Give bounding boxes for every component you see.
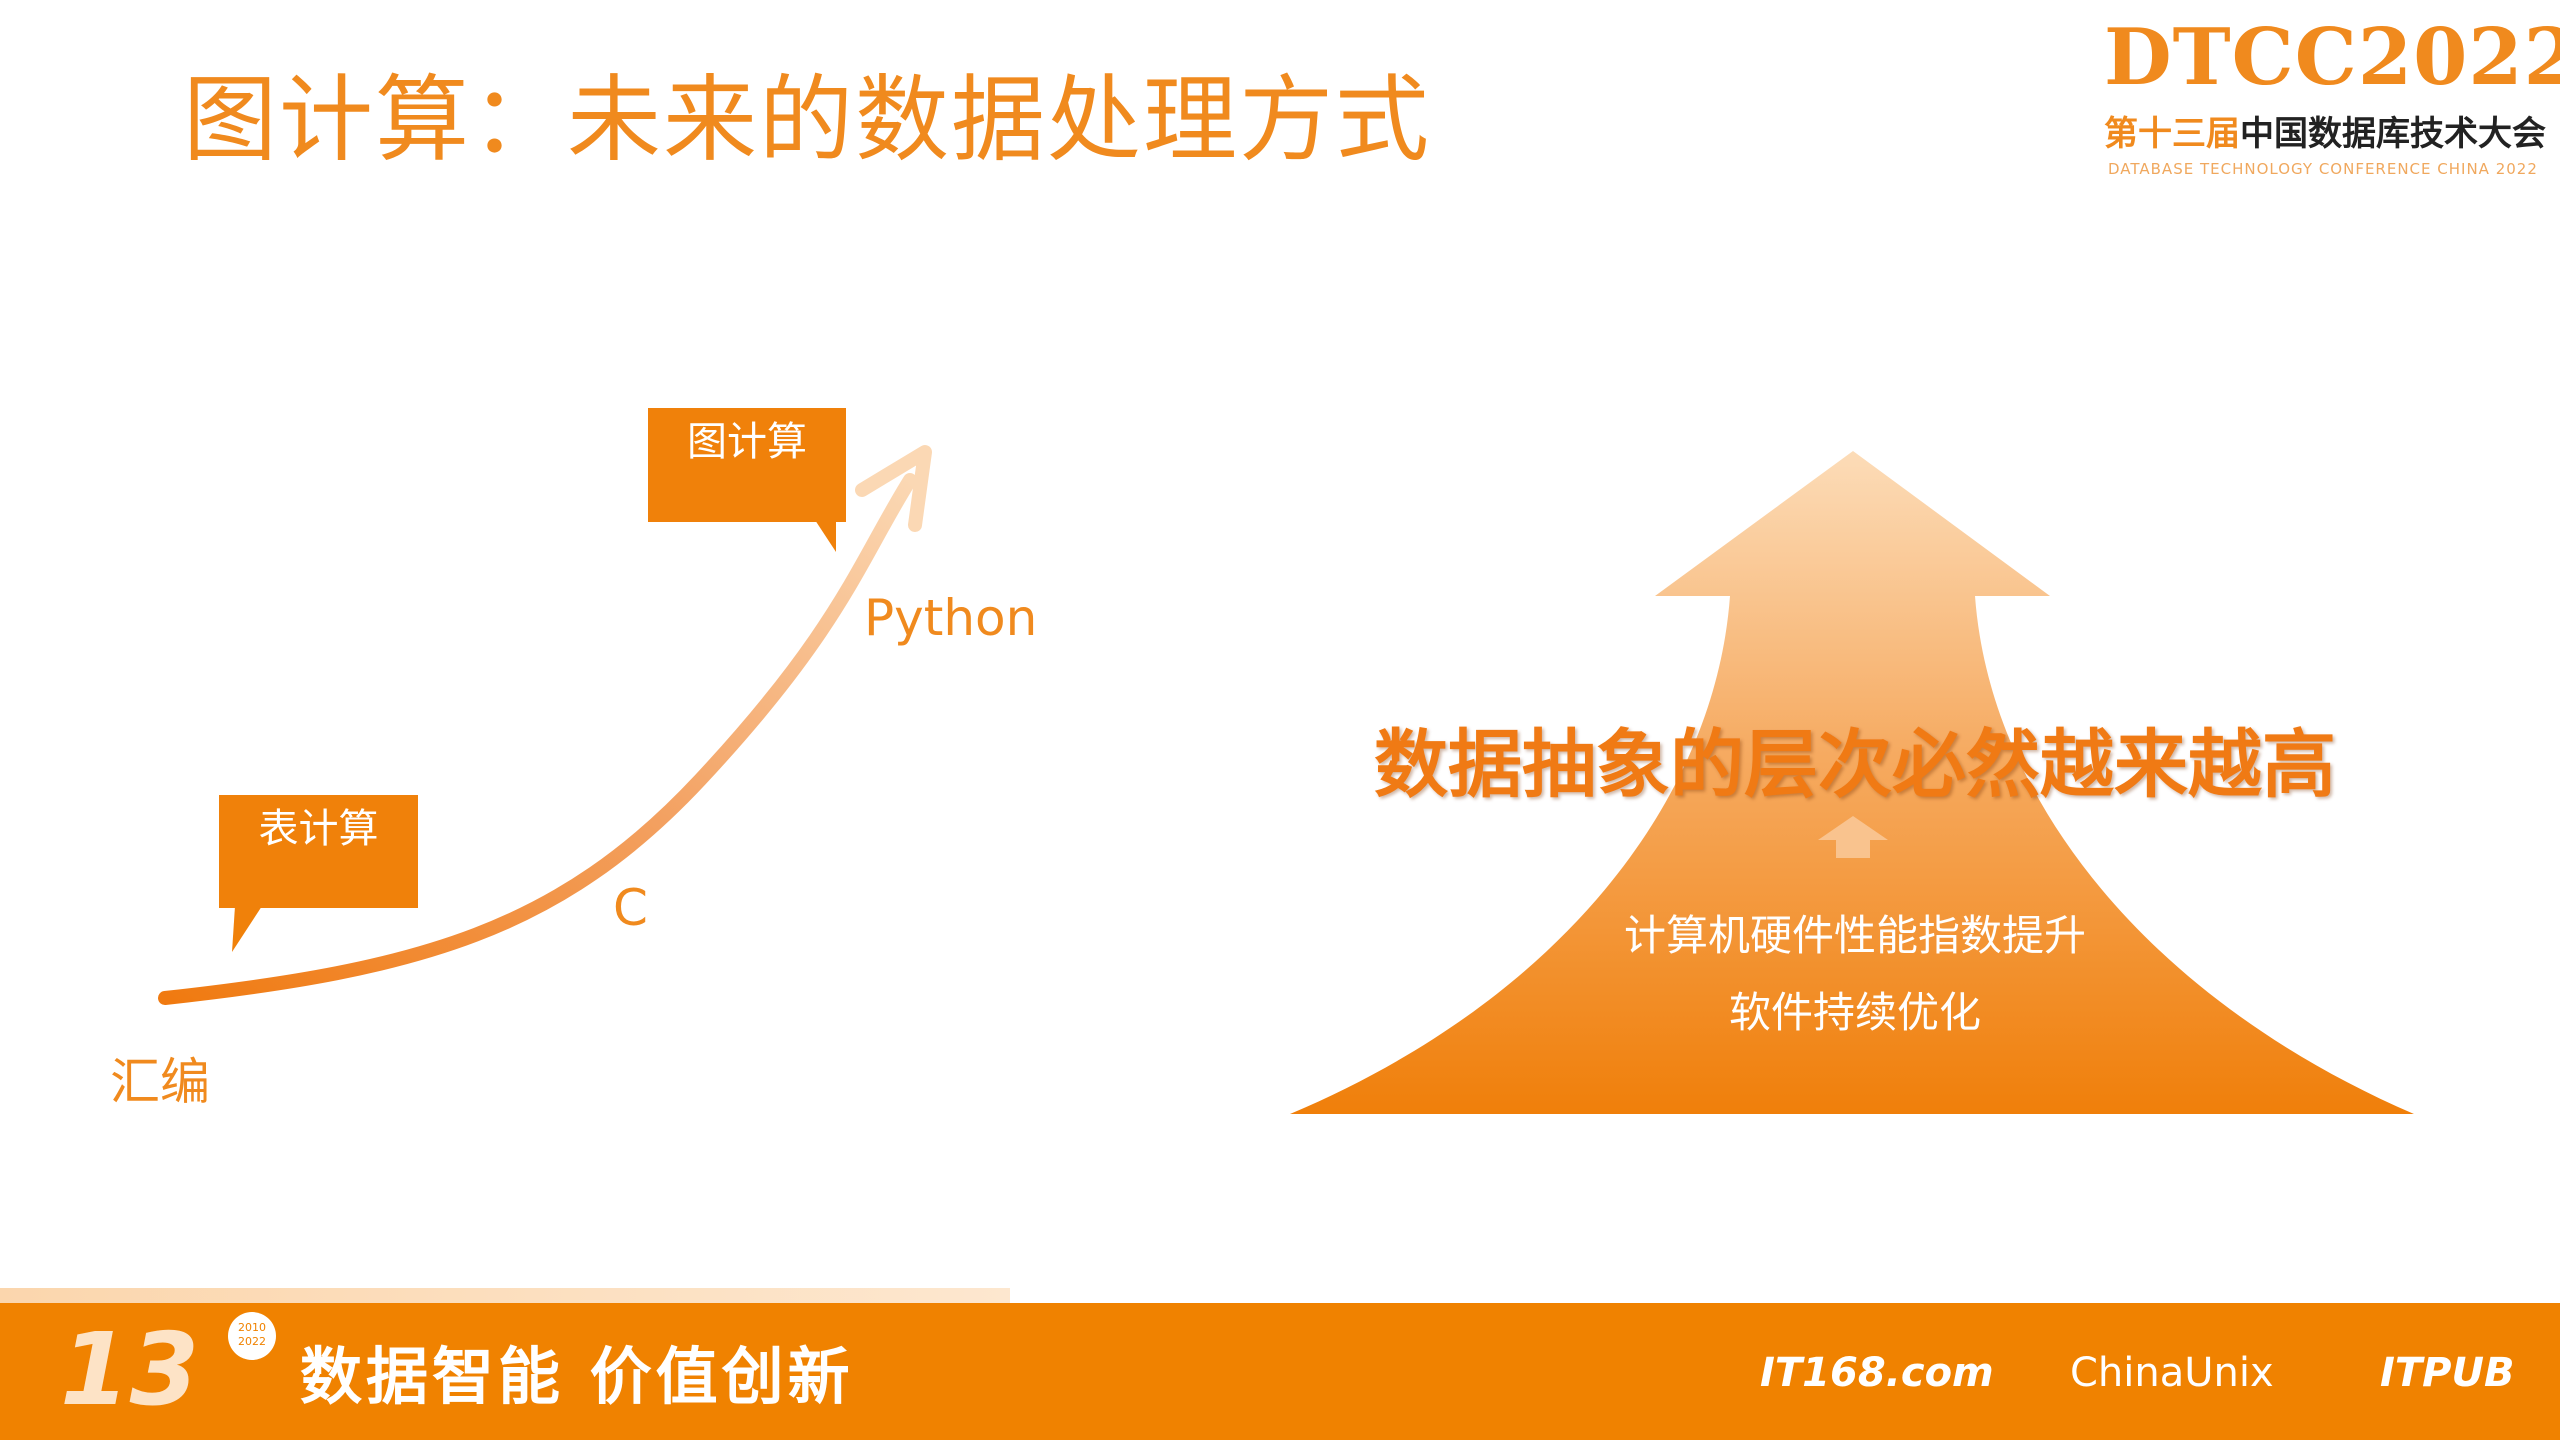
curve-arrowhead	[855, 445, 932, 532]
dtcc-logo: DTCC2022 第十三届中国数据库技术大会 DATABASE TECHNOLO…	[2098, 14, 2560, 184]
small-up-arrow-icon	[1818, 816, 1888, 858]
page-title: 图计算：未来的数据处理方式	[183, 66, 1432, 175]
logo-name: 中国数据库技术大会	[2240, 114, 2546, 154]
footer-slogan: 数据智能 价值创新	[300, 1340, 854, 1413]
logo-brand: DTCC2022	[2104, 12, 2560, 103]
partner-itpub: ITPUB	[2380, 1350, 2515, 1396]
bubble-bottom-tail	[232, 906, 262, 952]
diagram-graphics	[158, 445, 2414, 1114]
bubble-top-tail	[815, 520, 836, 552]
bubble-table-computing: 表计算	[219, 795, 418, 908]
badge-13: 13	[60, 1311, 200, 1428]
badge-years: 2010 2022	[228, 1312, 276, 1360]
partner-chinaunix: ChinaUnix	[2070, 1350, 2274, 1396]
logo-edition: 第十三届	[2104, 114, 2240, 154]
line-hardware: 计算机硬件性能指数提升	[1623, 911, 2086, 960]
bubble-graph-computing: 图计算	[648, 408, 846, 522]
label-python: Python	[864, 589, 1038, 647]
partner-it168: IT168.com	[1760, 1350, 1994, 1396]
logo-english: DATABASE TECHNOLOGY CONFERENCE CHINA 202…	[2108, 160, 2538, 178]
big-up-arrow	[1290, 451, 2414, 1114]
growth-curve	[158, 473, 917, 1005]
label-c: C	[613, 879, 648, 937]
line-software: 软件持续优化	[1728, 988, 1981, 1037]
footer-band	[0, 1288, 1010, 1304]
label-assembly: 汇编	[110, 1053, 210, 1111]
footer-bar	[0, 1303, 2560, 1440]
headline: 数据抽象的层次必然越来越高	[1374, 722, 2336, 808]
